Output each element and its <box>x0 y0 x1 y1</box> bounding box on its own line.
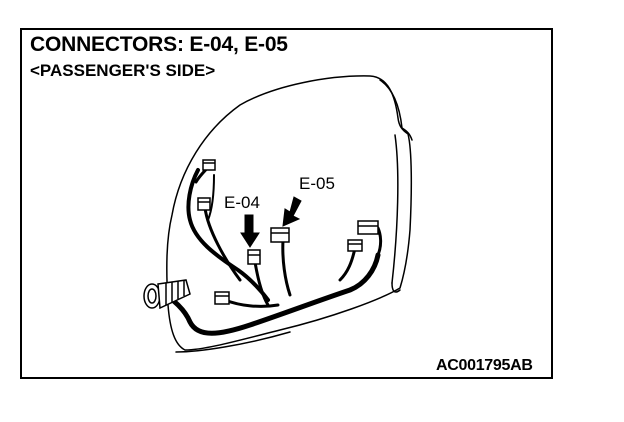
door-panel <box>166 75 413 353</box>
connector-e04 <box>247 249 261 265</box>
connector-right <box>357 220 379 235</box>
callout-e05: E-05 <box>299 174 335 193</box>
wiring-harness <box>155 163 383 336</box>
grommet <box>143 279 191 323</box>
connector-e05 <box>270 227 290 243</box>
arrow-e04 <box>240 214 260 248</box>
connector-right-lower <box>347 239 363 252</box>
callout-e04: E-04 <box>224 193 260 212</box>
reference-code: AC001795AB <box>436 357 533 374</box>
arrow-e05 <box>282 196 302 227</box>
connector-top-left <box>202 159 216 171</box>
connector-left <box>197 197 211 211</box>
diagram-title: CONNECTORS: E-04, E-05 <box>30 33 288 56</box>
connector-bottom <box>214 291 230 305</box>
diagram-subtitle: <PASSENGER'S SIDE> <box>30 61 216 80</box>
